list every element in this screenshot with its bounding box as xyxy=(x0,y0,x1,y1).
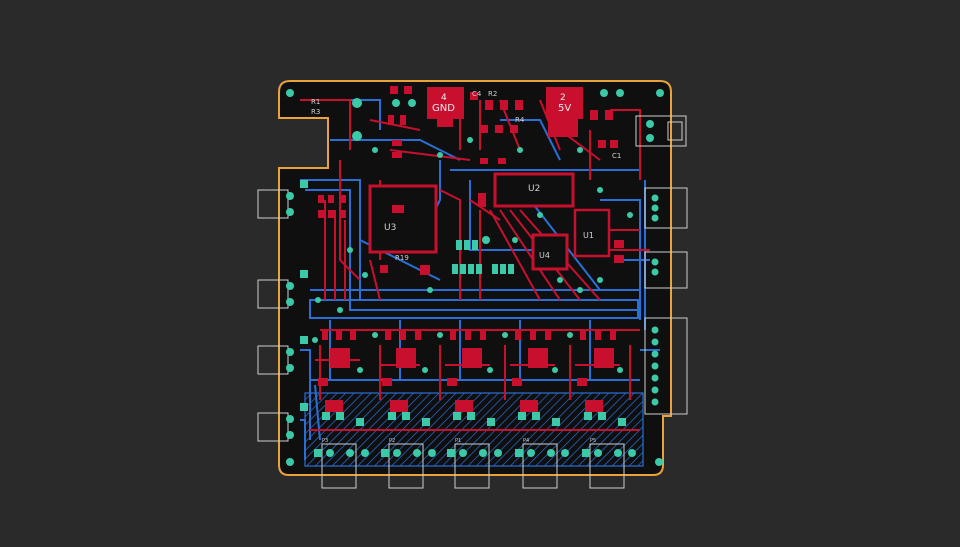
right-connectors xyxy=(635,115,688,415)
header-pads-mid xyxy=(452,240,514,274)
ref-c1: C1 xyxy=(612,152,621,160)
u1-label: U1 xyxy=(583,231,594,240)
gnd-pad-stub xyxy=(437,119,453,127)
footprint-label-3: P1 xyxy=(455,438,461,444)
right-connector-1[interactable] xyxy=(644,187,688,229)
power-pads: 4 GND 2 5V xyxy=(427,87,583,137)
u1-chip[interactable] xyxy=(573,208,611,258)
v5-pad-label: 5V xyxy=(558,103,571,114)
footprint-label-5: P5 xyxy=(590,438,596,444)
v5-pad[interactable] xyxy=(546,87,583,119)
ref-c4: C4 xyxy=(472,90,482,98)
u2-label: U2 xyxy=(528,184,540,194)
u3-chip[interactable] xyxy=(368,184,438,254)
vias xyxy=(286,89,664,466)
ref-r1: R1 xyxy=(311,98,320,106)
ref-r2: R2 xyxy=(488,90,497,98)
footprint-labels: P3 P2 P1 P4 P5 xyxy=(322,438,596,444)
bottom-connector-5[interactable] xyxy=(582,443,625,489)
u4-label: U4 xyxy=(539,251,550,260)
v5-pad-number: 2 xyxy=(560,93,566,103)
left-connector-4[interactable] xyxy=(257,412,289,442)
v5-pad-tab xyxy=(548,119,578,137)
right-connector-2[interactable] xyxy=(644,251,688,289)
bottom-connector-1[interactable] xyxy=(314,443,357,489)
ref-r19: R19 xyxy=(395,254,409,262)
gnd-pad[interactable] xyxy=(427,87,464,119)
left-connector-1[interactable] xyxy=(257,189,289,219)
silkscreen-labels: R19 R1 R2 R3 R4 C4 C1 xyxy=(311,90,621,262)
bottom-connector-4[interactable] xyxy=(515,443,558,489)
ref-r4: R4 xyxy=(515,116,525,124)
bottom-connector-2[interactable] xyxy=(381,443,424,489)
u4-chip[interactable] xyxy=(531,233,569,271)
bottom-connector-3[interactable] xyxy=(447,443,490,489)
zone-pads xyxy=(322,412,626,426)
right-connector-3[interactable] xyxy=(644,317,688,415)
gnd-pad-label: GND xyxy=(432,103,455,114)
ref-r3: R3 xyxy=(311,108,320,116)
left-connector-3[interactable] xyxy=(257,345,289,375)
footprint-label-1: P3 xyxy=(322,438,328,444)
left-connector-2[interactable] xyxy=(257,279,289,309)
right-connector-top[interactable] xyxy=(635,115,687,147)
u2-chip[interactable] xyxy=(493,172,575,208)
smd-pads xyxy=(318,86,624,412)
gnd-pad-number: 4 xyxy=(441,93,447,103)
bottom-connectors xyxy=(314,443,636,489)
footprint-label-4: P4 xyxy=(523,438,529,444)
footprint-label-2: P2 xyxy=(389,438,395,444)
u3-label: U3 xyxy=(384,223,396,233)
left-connectors xyxy=(257,180,308,442)
chips: U3 U2 U4 U1 xyxy=(368,172,611,271)
